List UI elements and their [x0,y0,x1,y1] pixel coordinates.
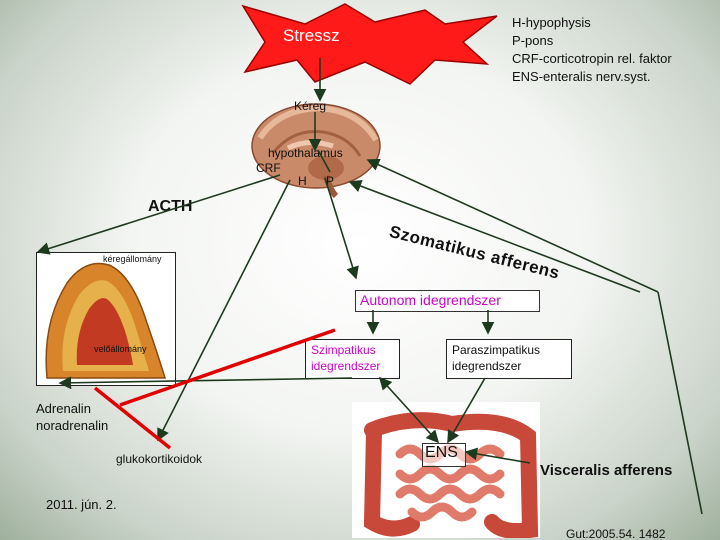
inhibition-lines [95,330,335,448]
